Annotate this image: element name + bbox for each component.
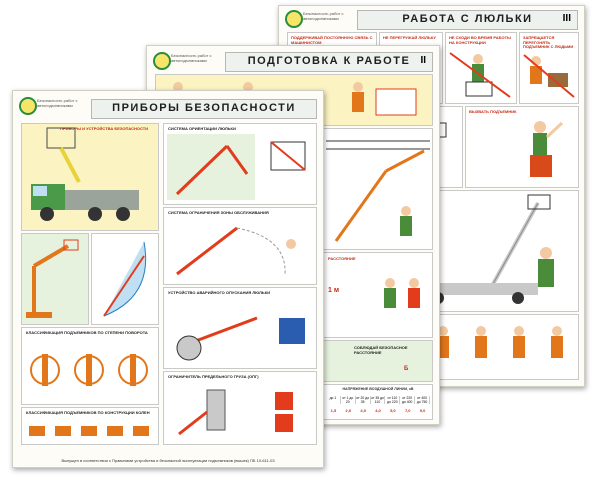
panel-caption: ПОДДЕРЖИВАЙ ПОСТОЯННУЮ СВЯЗЬ С МАШИНИСТО… [291, 35, 373, 45]
panel-no-structures: НЕ СХОДИ ВО ВРЕМЯ РАБОТЫ НА КОНСТРУКЦИИ [445, 32, 517, 104]
section-heading: ОГРАНИЧИТЕЛЬ ПРЕДЕЛЬНОГО ГРУЗА (ОПГ) [168, 374, 259, 379]
poster-safety-devices: Безопасность работ с автоподъемниками ПР… [12, 90, 324, 468]
table-row: 1,5 2,0 4,0 4,0 5,0 7,0 9,0 [326, 408, 430, 413]
boom-over-lines-icon [326, 140, 430, 242]
panel-safe-distance: СОБЛЮДАЙ БЕЗОПАСНОЕ РАССТОЯНИЕ Б [323, 340, 433, 382]
table-cell: 4,0 [360, 408, 366, 413]
safe-distance-label: СОБЛЮДАЙ БЕЗОПАСНОЕ РАССТОЯНИЕ [354, 345, 408, 355]
panel-no-carrying: ЗАПРЕЩАЕТСЯ ПЕРЕГОНЯТЬ ПОДЪЕМНИК С ЛЮДЬМ… [519, 32, 579, 104]
worker-on-structure-icon [449, 52, 511, 98]
logo-icon [153, 52, 171, 70]
poster-number: II [420, 55, 426, 66]
table-cell: 7,0 [404, 408, 411, 413]
section-heading: СИСТЕМА ОРИЕНТАЦИИ ЛЮЛЬКИ [168, 126, 236, 131]
poster-title: ПОДГОТОВКА К РАБОТЕ [247, 55, 411, 67]
table-heading: НАПРЯЖЕНИЕ ВОЗДУШНОЙ ЛИНИИ, кВ [342, 387, 414, 391]
working-zone-diagram [103, 241, 147, 317]
table-header-cell: от 400 до 750 [415, 396, 431, 404]
panel-overload-limiter: ОГРАНИЧИТЕЛЬ ПРЕДЕЛЬНОГО ГРУЗА (ОПГ) [163, 371, 317, 445]
poster-title-bar: РАБОТА С ЛЮЛЬКИ III [357, 10, 578, 30]
safe-distance-letter: Б [404, 366, 409, 372]
panel-site-check [323, 128, 433, 250]
panel-caption: НЕ ПЕРЕГРУЖАЙ ЛЮЛЬКУ [383, 35, 436, 40]
panel-rotation-class: КЛАССИФИКАЦИЯ ПОДЪЕМНИКОВ ПО СТЕПЕНИ ПОВ… [21, 327, 159, 405]
panel-caption: ЗАПРЕЩАЕТСЯ ПЕРЕГОНЯТЬ ПОДЪЕМНИК С ЛЮДЬМ… [523, 35, 574, 50]
outrigger-diagram [26, 239, 79, 318]
worker-with-load-icon [523, 54, 575, 98]
table-cell: 9,0 [419, 408, 426, 413]
poster-title: РАБОТА С ЛЮЛЬКИ [402, 13, 533, 25]
panel-caption: НЕ СХОДИ ВО ВРЕМЯ РАБОТЫ НА КОНСТРУКЦИИ [449, 35, 511, 45]
poster-footer: Выпущен в соответствии с Правилами устро… [61, 458, 275, 463]
zone-limit-diagram [176, 226, 296, 276]
panel-distance: РАССТОЯНИЕ 1 м [323, 252, 433, 338]
panel-knee-class: КЛАССИФИКАЦИЯ ПОДЪЕМНИКОВ ПО КОНСТРУКЦИИ… [21, 407, 159, 445]
panel-caption: ВЫЗВАТЬ ПОДЪЕМНИК [469, 109, 517, 114]
section-heading: ПРИБОРЫ И УСТРОЙСТВА БЕЗОПАСНОСТИ [60, 126, 149, 131]
workers-distance-icon [384, 278, 420, 308]
table-header-cell: от 1 до 20 [341, 396, 356, 404]
section-heading: УСТРОЙСТВО АВАРИЙНОГО ОПУСКАНИЯ ЛЮЛЬКИ [168, 290, 271, 295]
worker-waving-icon [530, 121, 564, 177]
section-heading: СИСТЕМА ОГРАНИЧЕНИЯ ЗОНЫ ОБСЛУЖИВАНИЯ [168, 210, 269, 215]
distance-label: РАССТОЯНИЕ [328, 256, 356, 261]
poster-title-bar: ПОДГОТОВКА К РАБОТЕ II [225, 52, 433, 72]
table-header-cell: от 35 до 110 [371, 396, 386, 404]
orientation-diagram [167, 134, 306, 200]
poster-logo-text: Безопасность работ с автоподъемниками [171, 53, 212, 63]
poster-number: III [562, 13, 571, 24]
logo-icon [285, 10, 303, 28]
table-header-cell: до 1 [326, 396, 341, 404]
table-header-cell: от 20 до 35 [356, 396, 371, 404]
poster-title-bar: ПРИБОРЫ БЕЗОПАСНОСТИ [91, 99, 317, 119]
table-cell: 1,5 [330, 408, 337, 413]
panel-devices: ПРИБОРЫ И УСТРОЙСТВА БЕЗОПАСНОСТИ [21, 123, 159, 231]
poster-logo-text: Безопасность работ с автоподъемниками [37, 98, 78, 108]
panel-zone-limit: СИСТЕМА ОГРАНИЧЕНИЯ ЗОНЫ ОБСЛУЖИВАНИЯ [163, 207, 317, 285]
section-heading: КЛАССИФИКАЦИЯ ПОДЪЕМНИКОВ ПО СТЕПЕНИ ПОВ… [26, 330, 148, 335]
distance-value: 1 м [328, 287, 340, 294]
knee-class-icons [29, 426, 149, 436]
overload-limiter-diagram [178, 389, 293, 436]
poster-logo-text: Безопасность работ с автоподъемниками [303, 11, 344, 21]
section-heading: КЛАССИФИКАЦИЯ ПОДЪЕМНИКОВ ПО КОНСТРУКЦИИ… [26, 410, 150, 415]
lift-truck-icon [31, 127, 139, 221]
panel-call-lift: ВЫЗВАТЬ ПОДЪЕМНИК [465, 106, 579, 188]
logo-icon [19, 97, 37, 115]
panel-outriggers [21, 233, 89, 325]
table-cell: 4,0 [375, 408, 381, 413]
table-cell: 2,0 [345, 408, 352, 413]
panel-emergency-lowering: УСТРОЙСТВО АВАРИЙНОГО ОПУСКАНИЯ ЛЮЛЬКИ [163, 287, 317, 369]
poster-title: ПРИБОРЫ БЕЗОПАСНОСТИ [112, 102, 296, 114]
rotation-diagrams [30, 354, 148, 386]
table-header-cell: от 220 до 400 [400, 396, 416, 404]
table-cell: 5,0 [390, 408, 396, 413]
table-header-cell: от 110 до 220 [385, 396, 401, 404]
emergency-lowering-diagram [176, 316, 305, 361]
panel-working-zone [91, 233, 159, 325]
panel-orientation: СИСТЕМА ОРИЕНТАЦИИ ЛЮЛЬКИ [163, 123, 317, 205]
